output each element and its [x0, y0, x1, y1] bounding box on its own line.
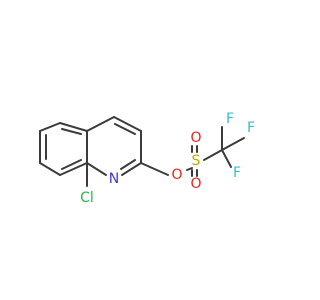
bond-inner: [61, 159, 82, 170]
atom-o-bottom: O: [190, 176, 201, 192]
atom-n: N: [109, 171, 119, 187]
bond: [221, 137, 245, 151]
atom-f-top: F: [226, 111, 234, 127]
atom-s: S: [192, 153, 201, 169]
bond-inner: [61, 128, 82, 135]
bond: [221, 149, 232, 168]
atom-f-left: F: [233, 165, 241, 181]
bond: [59, 122, 88, 132]
bond: [86, 162, 107, 176]
bond: [140, 162, 169, 176]
bond: [39, 162, 61, 176]
bond: [59, 162, 88, 176]
bond-inner: [120, 159, 136, 170]
bond: [113, 116, 142, 132]
molecule-diagram: Cl N O S O O F F F: [39, 111, 255, 206]
bond: [203, 149, 223, 161]
bond: [186, 167, 193, 171]
atom-o-ester: O: [171, 167, 182, 183]
bond: [121, 162, 142, 176]
bond: [86, 116, 115, 132]
bond-inner: [114, 123, 136, 135]
structure-canvas: Cl N O S O O F F F: [39, 111, 256, 206]
bond: [39, 122, 61, 132]
atom-o-top: O: [190, 130, 201, 146]
atom-f-right: F: [247, 120, 255, 136]
atom-cl: Cl: [80, 190, 94, 206]
